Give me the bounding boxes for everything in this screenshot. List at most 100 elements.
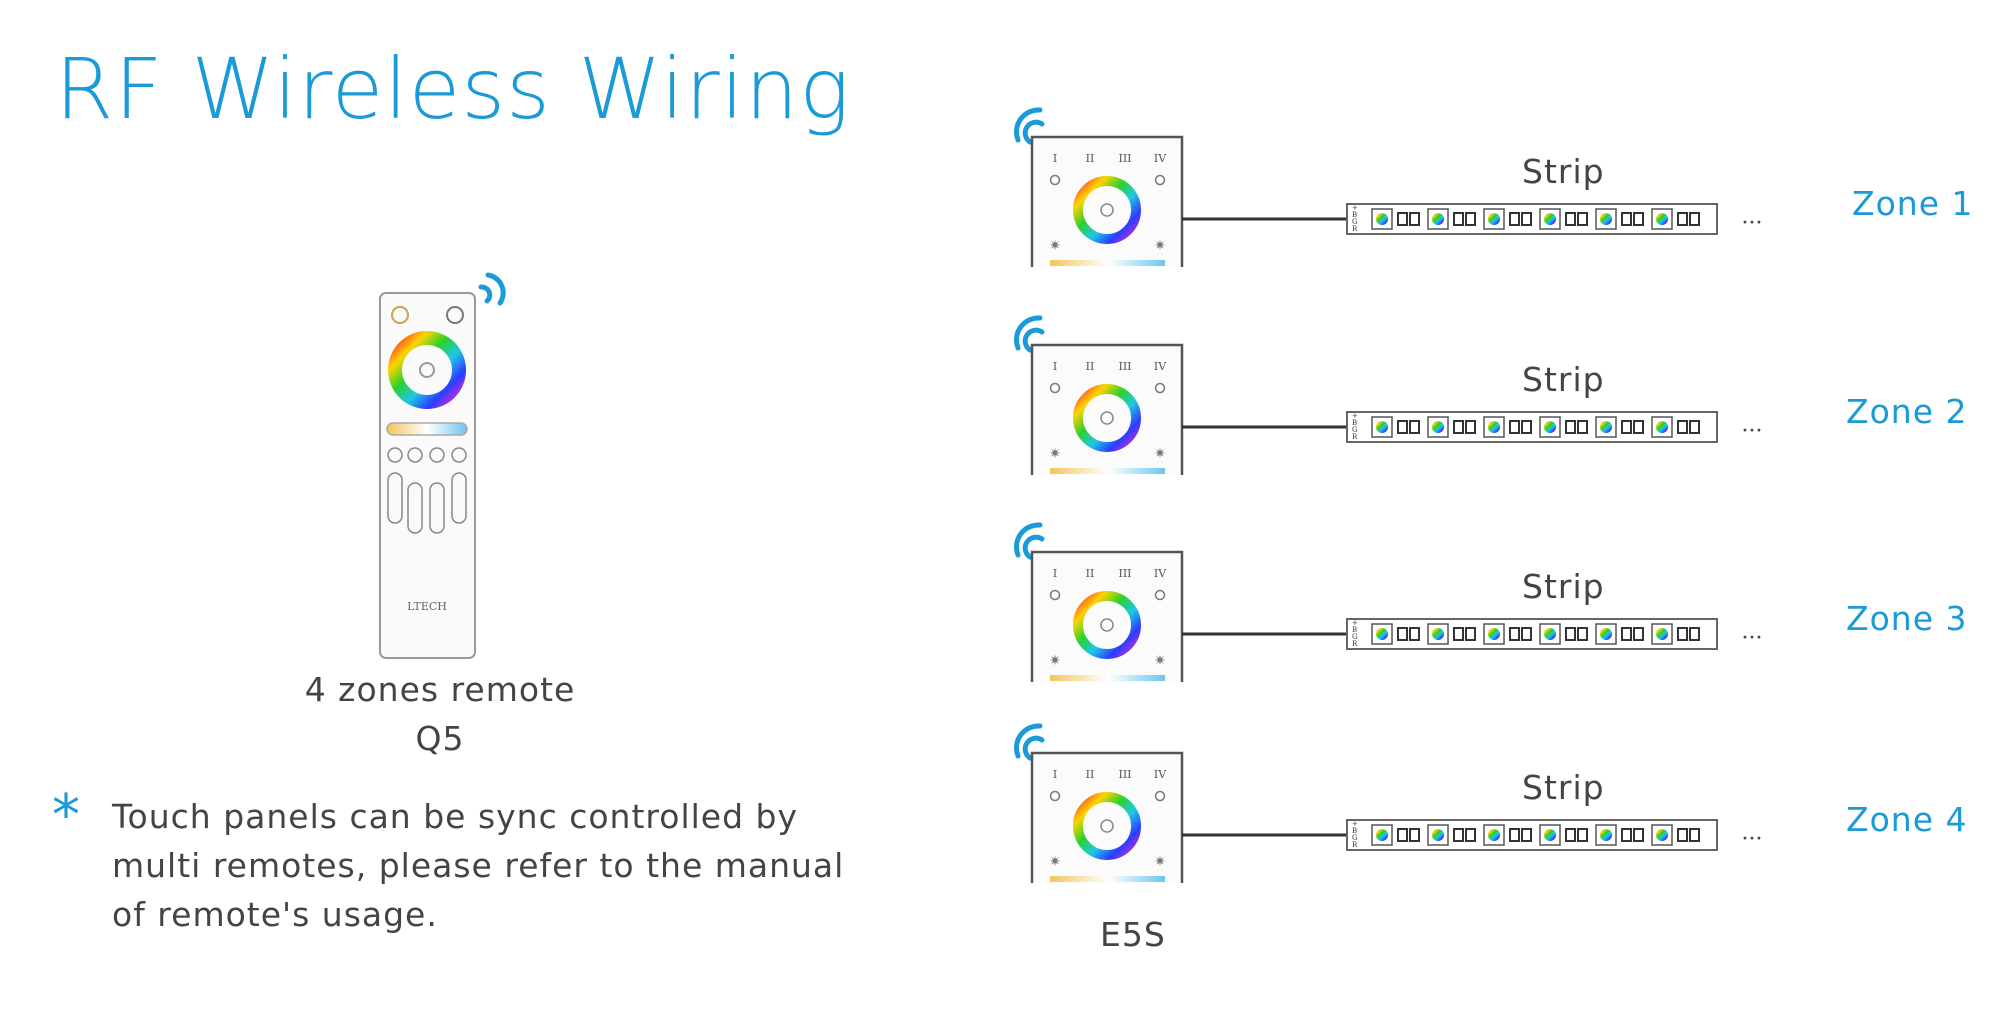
zone-label: Zone 3 <box>1846 599 1968 638</box>
led-chip <box>1371 623 1420 645</box>
zone-row-graphic: I II III IV ✷ ✷ LTECH +BGR ··· <box>1013 315 1763 475</box>
strip-ellipsis: ··· <box>1742 211 1763 236</box>
led-chip <box>1427 623 1476 645</box>
touch-panel: I II III IV ✷ ✷ LTECH <box>1030 751 1184 883</box>
strip-pin-label: + <box>1352 619 1358 627</box>
panel-caption: E5S <box>1100 915 1166 954</box>
strip-pin-label: G <box>1352 218 1358 226</box>
panel-zone-button-4: IV <box>1154 152 1167 165</box>
led-chip <box>1539 208 1588 230</box>
strip-pin-label: G <box>1352 426 1358 434</box>
remote-brand: LTECH <box>407 600 447 613</box>
led-chip <box>1651 416 1700 438</box>
led-chip <box>1371 416 1420 438</box>
strip-pin-label: B <box>1352 211 1357 219</box>
led-chip <box>1427 824 1476 846</box>
led-chip <box>1371 824 1420 846</box>
led-strip: +BGR <box>1346 819 1718 851</box>
strip-label: Strip <box>1522 768 1605 807</box>
remote-caption-line1: 4 zones remote <box>304 670 576 709</box>
led-chip <box>1539 416 1588 438</box>
panel-zone-button-3: III <box>1118 360 1131 373</box>
led-chip <box>1651 208 1700 230</box>
panel-zone-button-1: I <box>1053 360 1057 373</box>
strip-pin-label: B <box>1352 419 1357 427</box>
panel-zone-button-3: III <box>1118 768 1131 781</box>
led-chip <box>1483 623 1532 645</box>
strip-ellipsis: ··· <box>1742 626 1763 651</box>
strip-pin-label: R <box>1352 433 1358 441</box>
panel-zone-button-3: III <box>1118 152 1131 165</box>
touch-panel: I II III IV ✷ ✷ LTECH <box>1030 135 1184 267</box>
panel-zone-button-4: IV <box>1154 360 1167 373</box>
strip-ellipsis: ··· <box>1742 827 1763 852</box>
zone-row-graphic: I II III IV ✷ ✷ LTECH +BGR ··· <box>1013 522 1763 682</box>
zone-label: Zone 4 <box>1846 800 1968 839</box>
note-asterisk-icon: * <box>52 783 80 848</box>
svg-text:✷: ✷ <box>1154 854 1166 870</box>
strip-pin-label: + <box>1352 412 1358 420</box>
led-chip <box>1483 208 1532 230</box>
remote-control: LTECH <box>379 272 506 659</box>
strip-pin-label: G <box>1352 834 1358 842</box>
led-chip <box>1595 824 1644 846</box>
strip-ellipsis: ··· <box>1742 419 1763 444</box>
led-strip: +BGR <box>1346 618 1718 650</box>
panel-zone-button-1: I <box>1053 567 1057 580</box>
strip-pin-label: B <box>1352 827 1357 835</box>
svg-text:✷: ✷ <box>1049 446 1061 462</box>
strip-label: Strip <box>1522 152 1605 191</box>
zone-label: Zone 2 <box>1846 392 1968 431</box>
led-strip: +BGR <box>1346 411 1718 443</box>
remote-caption: 4 zones remote Q5 <box>240 665 640 763</box>
led-chip <box>1427 416 1476 438</box>
panel-wireless-icon <box>1013 315 1045 353</box>
svg-text:✷: ✷ <box>1049 238 1061 254</box>
panel-zone-button-2: II <box>1086 567 1095 580</box>
svg-text:✷: ✷ <box>1049 653 1061 669</box>
panel-zone-button-4: IV <box>1154 567 1167 580</box>
panel-wireless-icon <box>1013 522 1045 560</box>
touch-panel: I II III IV ✷ ✷ LTECH <box>1030 550 1184 682</box>
led-strip: +BGR <box>1346 203 1718 235</box>
panel-zone-button-1: I <box>1053 768 1057 781</box>
note-text: Touch panels can be sync controlled by m… <box>112 797 845 934</box>
remote-caption-line2: Q5 <box>415 719 465 758</box>
led-chip <box>1651 623 1700 645</box>
led-chip <box>1427 208 1476 230</box>
panel-zone-button-3: III <box>1118 567 1131 580</box>
led-chip <box>1539 623 1588 645</box>
led-chip <box>1483 416 1532 438</box>
strip-pin-label: R <box>1352 640 1358 648</box>
zone-row-graphic: I II III IV ✷ ✷ LTECH +BGR ··· <box>1013 723 1763 883</box>
led-chip <box>1651 824 1700 846</box>
svg-text:✷: ✷ <box>1154 653 1166 669</box>
svg-text:✷: ✷ <box>1154 446 1166 462</box>
panel-wireless-icon <box>1013 107 1045 145</box>
strip-label: Strip <box>1522 567 1605 606</box>
panel-zone-button-2: II <box>1086 768 1095 781</box>
zone-row-graphic: I II III IV ✷ ✷ LTECH +BGR ··· <box>1013 107 1763 267</box>
strip-label: Strip <box>1522 360 1605 399</box>
panel-zone-button-4: IV <box>1154 768 1167 781</box>
strip-pin-label: G <box>1352 633 1358 641</box>
strip-pin-label: B <box>1352 626 1357 634</box>
led-chip <box>1371 208 1420 230</box>
panel-zone-button-1: I <box>1053 152 1057 165</box>
panel-zone-button-2: II <box>1086 360 1095 373</box>
panel-zone-button-2: II <box>1086 152 1095 165</box>
svg-text:✷: ✷ <box>1154 238 1166 254</box>
svg-text:✷: ✷ <box>1049 854 1061 870</box>
led-chip <box>1539 824 1588 846</box>
led-chip <box>1483 824 1532 846</box>
led-chip <box>1595 416 1644 438</box>
strip-pin-label: R <box>1352 225 1358 233</box>
led-chip <box>1595 623 1644 645</box>
touch-panel: I II III IV ✷ ✷ LTECH <box>1030 343 1184 475</box>
remote-wireless-icon <box>478 272 506 306</box>
strip-pin-label: R <box>1352 841 1358 849</box>
strip-pin-label: + <box>1352 820 1358 828</box>
led-chip <box>1595 208 1644 230</box>
panel-wireless-icon <box>1013 723 1045 761</box>
zone-label: Zone 1 <box>1852 184 1974 223</box>
